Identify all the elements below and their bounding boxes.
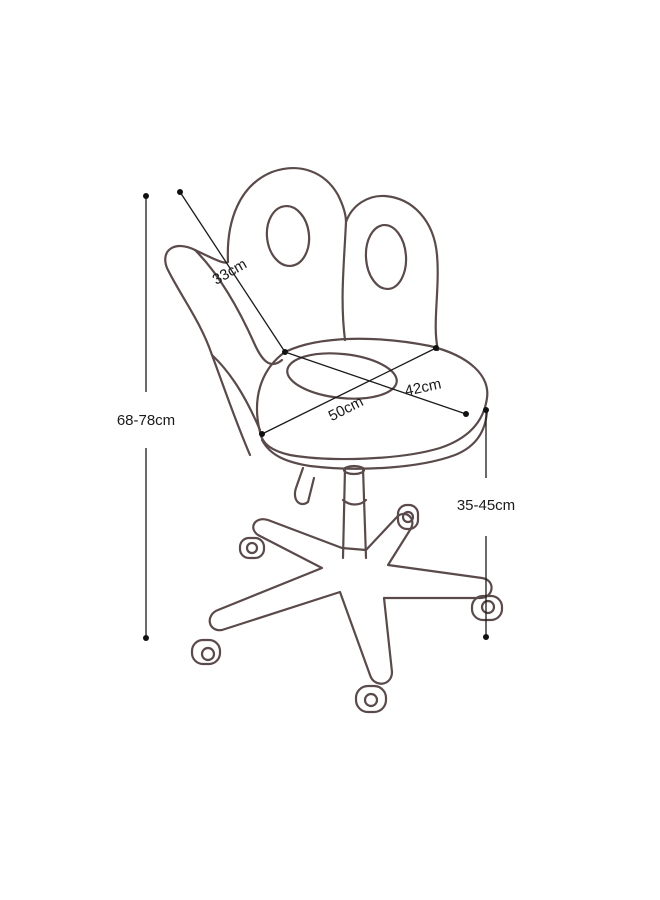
total-height-dimension: 68-78cm	[117, 193, 175, 641]
caster-back-right	[396, 503, 420, 531]
chair-backrest	[164, 167, 440, 457]
office-chair-illustration	[164, 167, 504, 714]
chair-back-hole-left	[265, 204, 311, 268]
chair-seat-edge	[260, 408, 489, 470]
seat-depth-label: 42cm	[403, 375, 442, 399]
caster-front-middle	[354, 684, 388, 714]
chair-seat-hole	[286, 352, 398, 400]
caster-back-left	[238, 536, 266, 560]
total-height-label: 68-78cm	[117, 412, 175, 429]
chair-back-inner-left	[193, 248, 284, 366]
chair-back-seam-right	[341, 220, 348, 342]
chair-seat	[256, 337, 489, 461]
chair-base	[208, 512, 493, 685]
seat-height-dimension: 35-45cm	[457, 407, 515, 640]
caster-front-left	[190, 638, 222, 666]
chair-back-hole-right	[364, 223, 408, 291]
chair-back-seam	[210, 353, 262, 432]
chair-cylinder-cap	[342, 464, 366, 476]
seat-height-label: 35-45cm	[457, 497, 515, 514]
chair-lever	[293, 466, 316, 506]
chair-gas-cylinder	[341, 466, 368, 560]
caster-front-right	[470, 594, 504, 622]
